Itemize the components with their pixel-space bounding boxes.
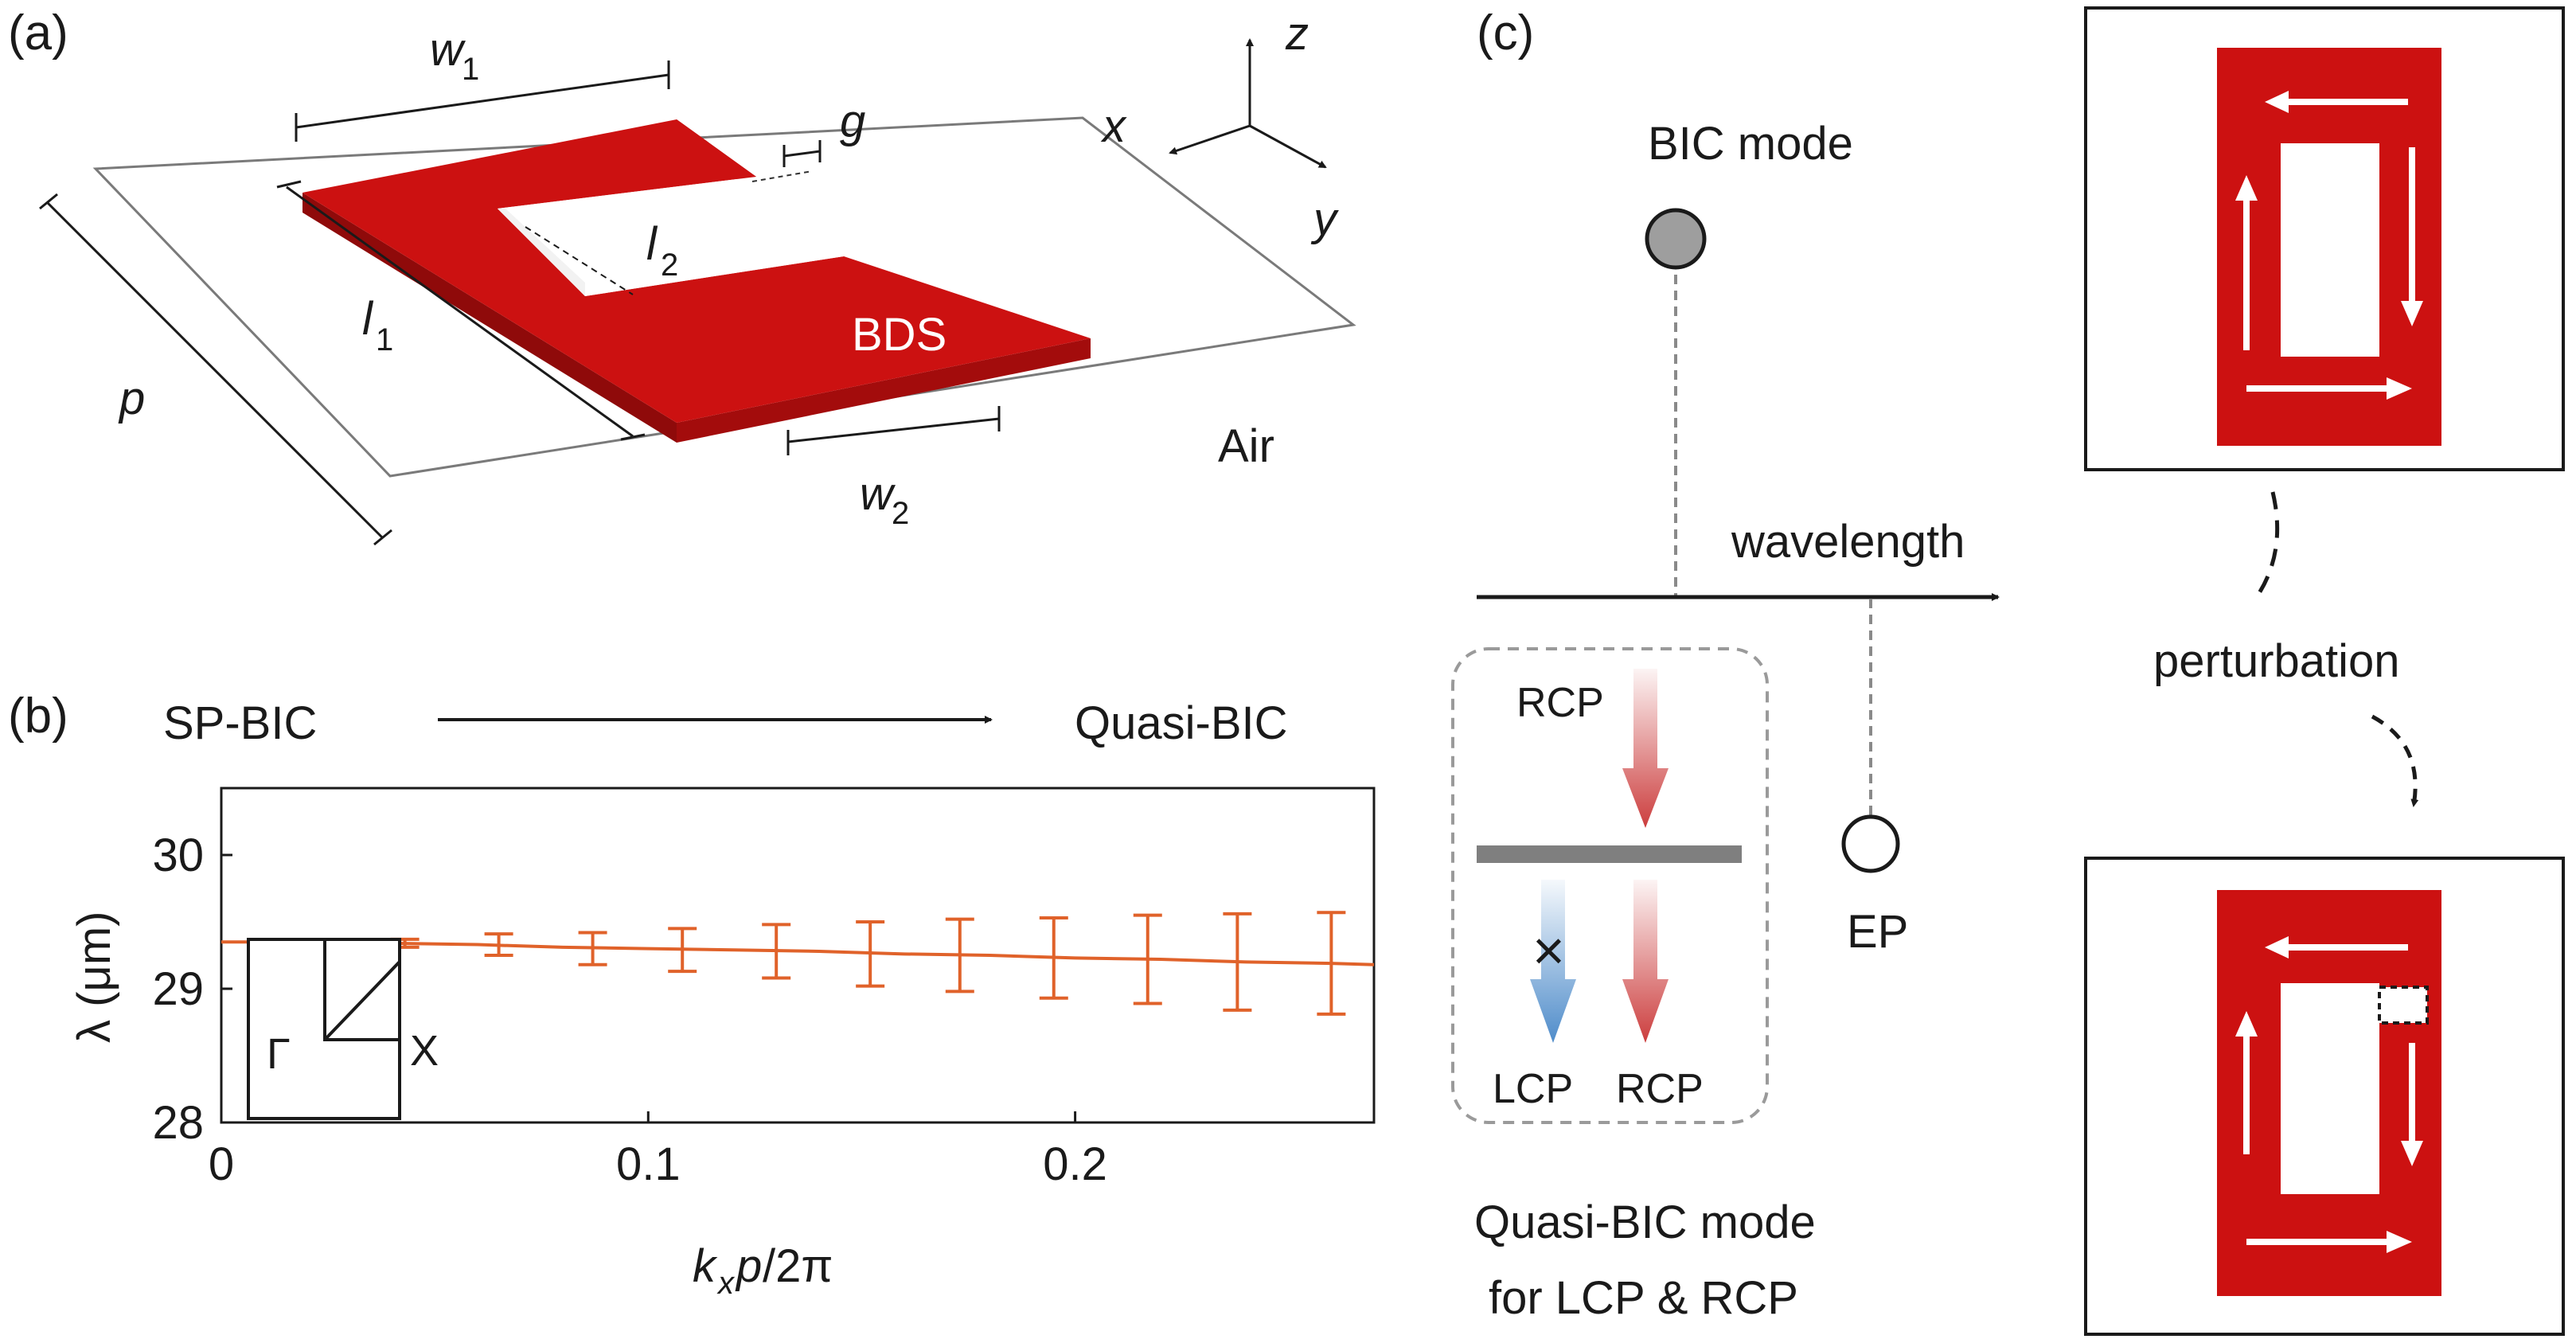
- axis-z-label: z: [1285, 8, 1309, 60]
- quasi-bic-caption-line2: for LCP & RCP: [1489, 1272, 1798, 1324]
- errorbar: [1223, 912, 1252, 1012]
- series-line: [221, 940, 1375, 966]
- perturbation-curve-bottom: [2371, 714, 2419, 807]
- unit-cell-perturbed: [2084, 857, 2565, 1336]
- resonator-side-left: [302, 193, 677, 443]
- unit-cell-unperturbed: [2084, 6, 2565, 471]
- wavelength-label: wavelength: [1731, 516, 1965, 568]
- w1-sub: 1: [462, 52, 479, 87]
- errorbar: [1317, 911, 1346, 1016]
- errorbar: [1039, 916, 1068, 1000]
- quasi-bic-label: Quasi-BIC: [1075, 697, 1288, 749]
- errorbar: [1133, 913, 1162, 1005]
- l1-sub: 1: [376, 322, 393, 357]
- gamma-label: Γ: [267, 1030, 291, 1078]
- panel-a: (a) w 1 g: [8, 6, 1356, 546]
- y-tick-label: 28: [152, 1097, 204, 1149]
- y-tick-label: 29: [152, 963, 204, 1015]
- dim-l1: l 1: [276, 180, 646, 441]
- blocked-cross: ×: [1532, 919, 1565, 982]
- axis-x-label: x: [1100, 100, 1127, 152]
- panel-c: (c) BIC mode wavelength EP RCP × LCP RCP…: [1451, 6, 2565, 1336]
- material-label: BDS: [852, 309, 946, 361]
- resonator-opening: [498, 177, 844, 296]
- perturbation-curve-top: [2257, 491, 2280, 595]
- y-tick-label: 30: [152, 830, 204, 881]
- x-axis-label-k: k: [693, 1240, 718, 1292]
- bic-mode-label: BIC mode: [1648, 118, 1853, 170]
- dim-l2: l 2: [525, 218, 678, 295]
- w2-label: w: [860, 468, 896, 520]
- metasurface-slab: [1477, 845, 1742, 863]
- rcp-transmitted-arrow: [1622, 880, 1669, 1043]
- rcp-top-label: RCP: [1516, 680, 1604, 726]
- axis-y-label: y: [1310, 193, 1339, 245]
- errorbar: [578, 931, 607, 966]
- panel-b: (b) SP-BIC Quasi-BIC Γ X λ (μm) k x p /2…: [8, 689, 1376, 1301]
- bic-mode-marker: [1645, 208, 1707, 270]
- panel-b-tag: (b): [8, 689, 68, 744]
- x-tick-label: 0.2: [1043, 1138, 1107, 1190]
- l1-label: l: [362, 293, 374, 345]
- perturbation-gap: [2378, 986, 2429, 1025]
- chart-marks: [221, 911, 1375, 1016]
- x-axis-label-sub: x: [716, 1266, 736, 1301]
- rcp-incident-arrow: [1622, 669, 1669, 828]
- medium-label: Air: [1218, 420, 1274, 472]
- plot-frame: [220, 787, 1376, 1124]
- p-label: p: [118, 373, 145, 424]
- coordinate-axes: z x y: [1100, 8, 1339, 245]
- errorbar: [762, 923, 791, 980]
- sp-bic-label: SP-BIC: [163, 697, 317, 749]
- perturbation-label: perturbation: [2153, 635, 2400, 687]
- dim-g: g: [783, 96, 865, 167]
- errorbar: [668, 927, 697, 974]
- lcp-bottom-label: LCP: [1493, 1066, 1573, 1112]
- dim-w2: w 2: [786, 406, 1001, 531]
- errorbar: [484, 932, 513, 957]
- errorbar: [945, 917, 974, 994]
- dim-w1: w 1: [295, 24, 670, 142]
- errorbar: [856, 920, 885, 988]
- quasi-bic-caption-line1: Quasi-BIC mode: [1474, 1197, 1816, 1248]
- x-point-label: X: [410, 1027, 439, 1075]
- x-axis-label-tail: /2π: [763, 1240, 833, 1292]
- x-tick-label: 0.1: [616, 1138, 681, 1190]
- resonator-top: [302, 119, 1091, 423]
- bz-inset: Γ X: [247, 938, 439, 1120]
- w2-sub: 2: [892, 496, 909, 531]
- l2-sub: 2: [661, 248, 678, 283]
- dim-p: p: [39, 193, 392, 546]
- ep-marker: [1841, 814, 1900, 873]
- panel-c-tag: (c): [1477, 6, 1534, 61]
- rcp-bottom-label: RCP: [1616, 1066, 1704, 1112]
- gap-cut: [752, 169, 832, 197]
- ep-label: EP: [1847, 906, 1908, 958]
- plot-area: Γ X: [220, 787, 1376, 1124]
- x-tick-label: 0: [209, 1138, 234, 1190]
- g-label: g: [840, 96, 865, 147]
- x-axis-label-p: p: [735, 1240, 762, 1292]
- y-axis-label: λ (μm): [68, 912, 120, 1043]
- quasi-bic-box: RCP × LCP RCP: [1451, 647, 1769, 1124]
- l2-label: l: [646, 218, 658, 270]
- panel-a-tag: (a): [8, 6, 68, 61]
- lcp-transmitted-arrow: [1530, 880, 1576, 1043]
- resonator-side-front: [677, 338, 1091, 443]
- w1-label: w: [430, 24, 466, 76]
